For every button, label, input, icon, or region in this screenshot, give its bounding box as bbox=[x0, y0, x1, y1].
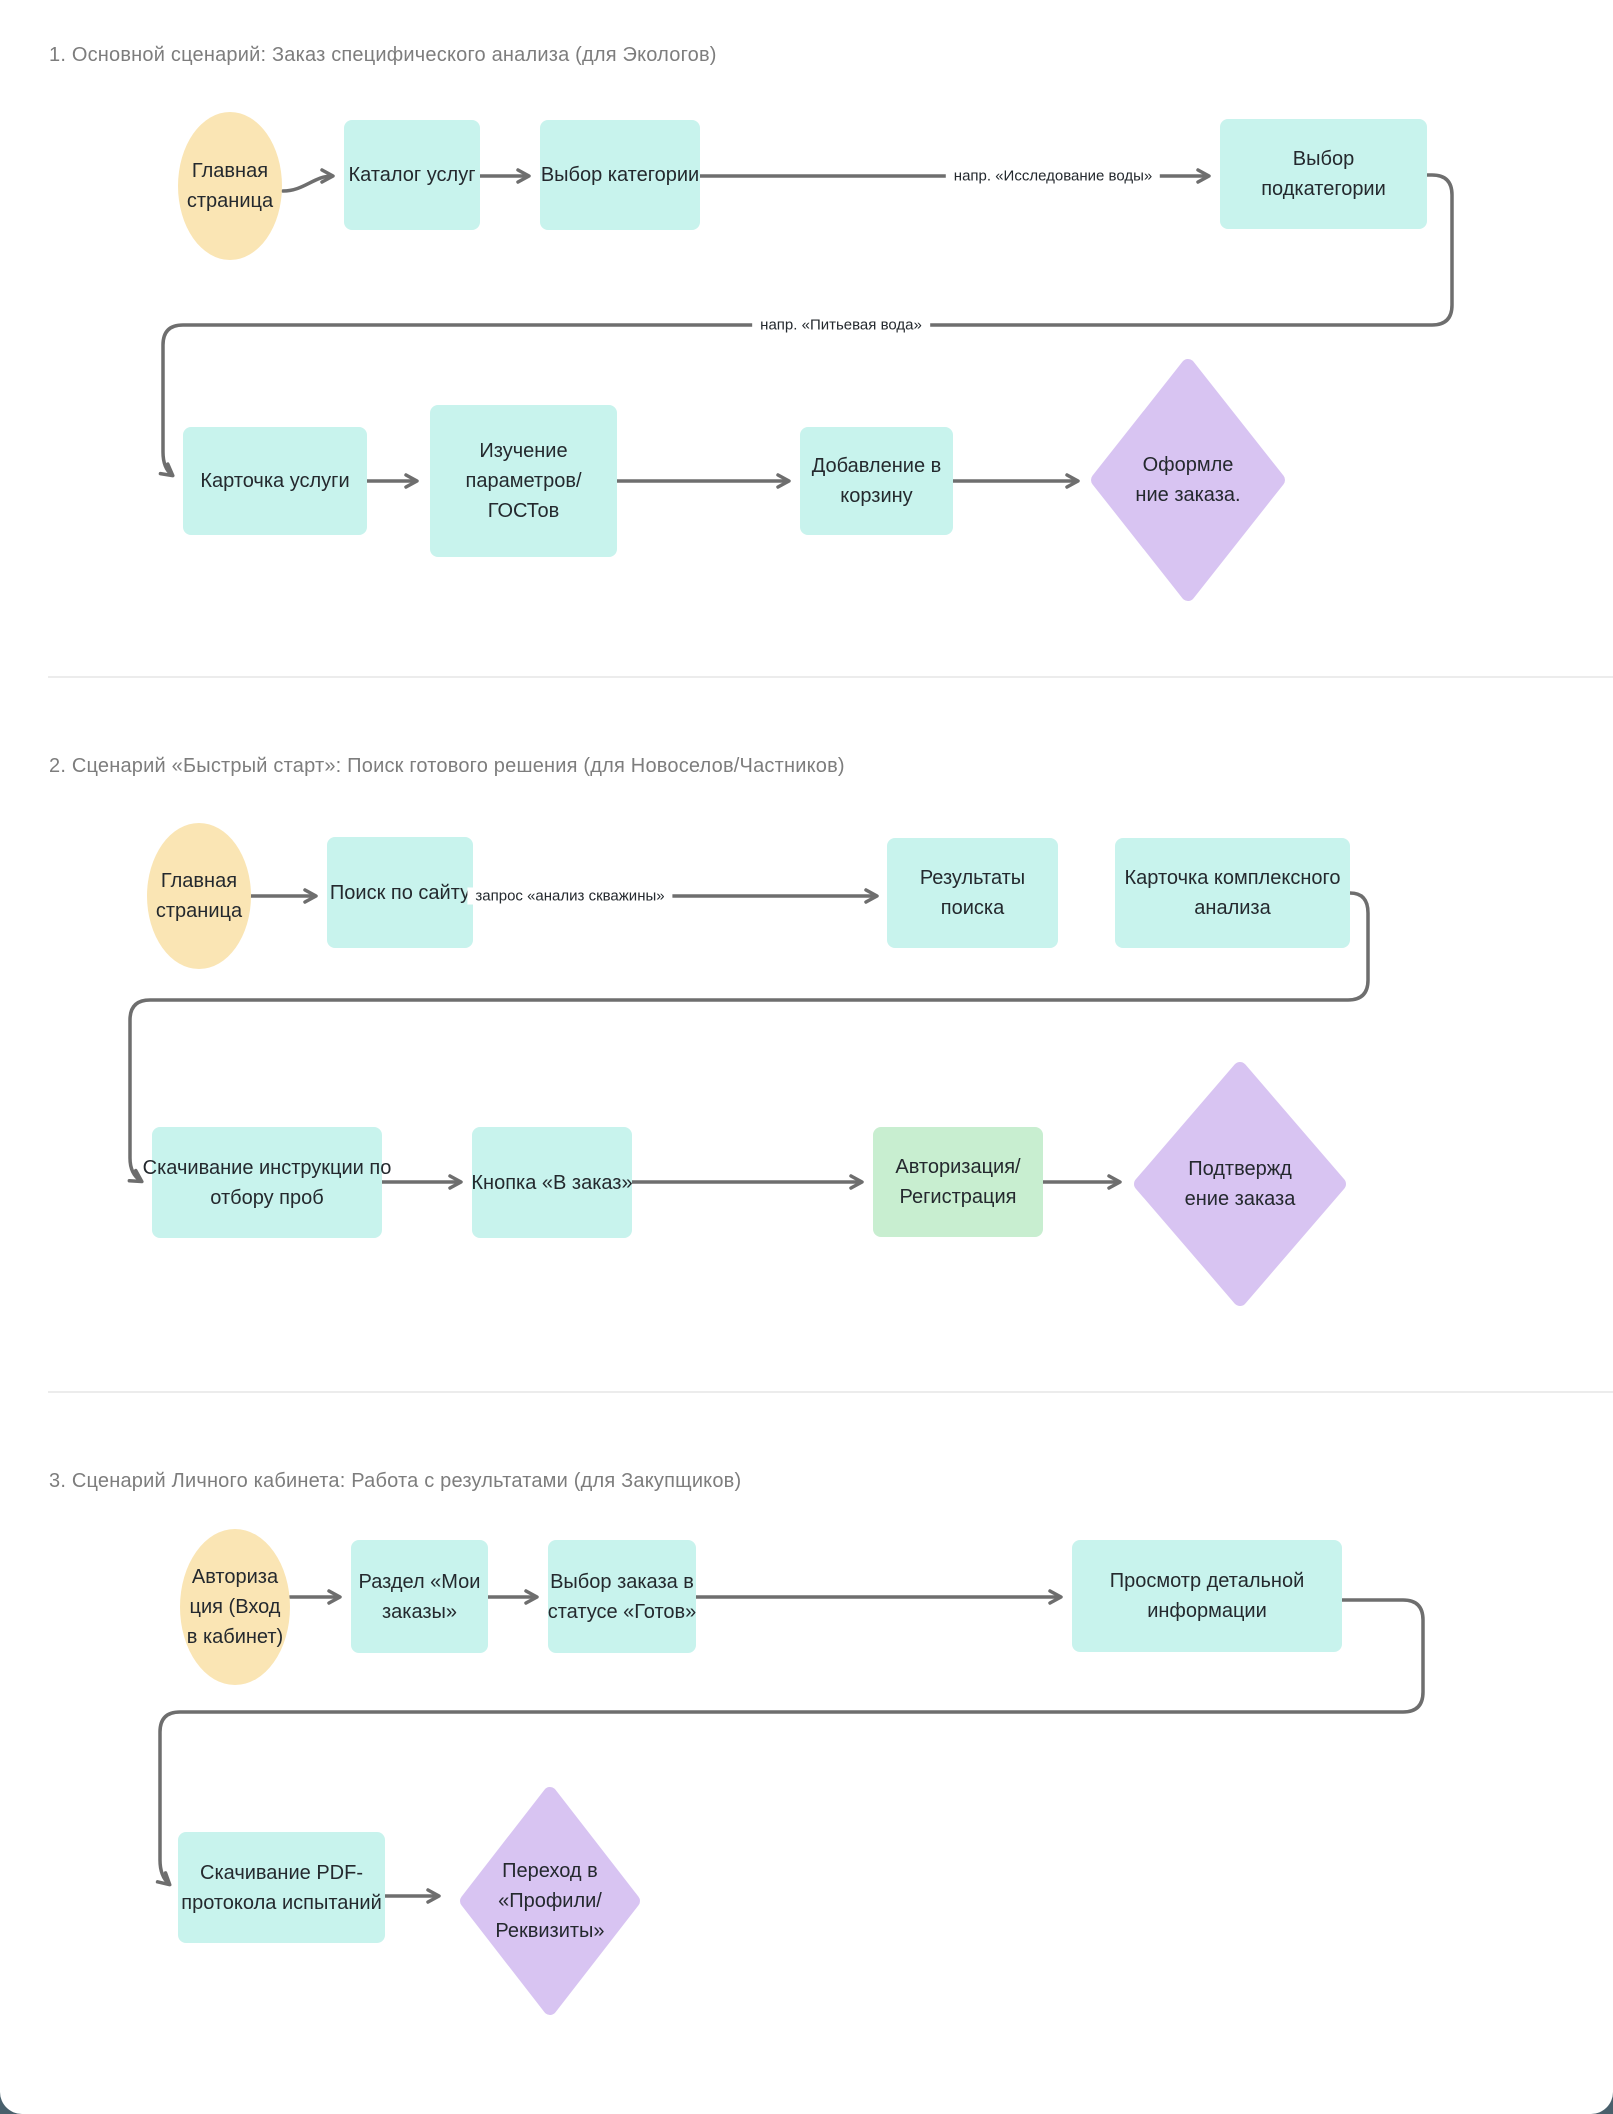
diamond-shape bbox=[460, 1787, 640, 2015]
node-subcategory-select: Выбор подкатегории bbox=[1220, 119, 1427, 229]
node-service-catalog: Каталог услуг bbox=[344, 120, 480, 230]
node-download-pdf: Скачивание PDF- протокола испытаний bbox=[178, 1832, 385, 1943]
node-auth-registration: Авторизация/ Регистрация bbox=[873, 1127, 1043, 1237]
node-download-instructions: Скачивание инструкции по отбору проб bbox=[143, 1127, 391, 1238]
edge-complex-card-to-instructions bbox=[127, 891, 1370, 1184]
node-params-gost: Изучение параметров/ ГОСТов bbox=[430, 405, 617, 557]
node-order-button: Кнопка «В заказ» bbox=[471, 1127, 633, 1238]
node-home-page-2: Главная страница bbox=[147, 823, 251, 969]
node-login-account: Авториза ция (Вход в кабинет) bbox=[180, 1529, 290, 1685]
edge-subcategory-to-service-card bbox=[158, 173, 1454, 478]
node-my-orders: Раздел «Мои заказы» bbox=[351, 1540, 488, 1653]
node-add-to-cart: Добавление в корзину bbox=[800, 427, 953, 535]
edge-label-search-query: запрос «анализ скважины» bbox=[467, 887, 673, 905]
node-checkout-decision: Оформле ние заказа. bbox=[1089, 357, 1287, 603]
node-home-page-1: Главная страница bbox=[178, 112, 282, 260]
node-site-search: Поиск по сайту bbox=[327, 837, 473, 948]
diamond-shape bbox=[1134, 1062, 1346, 1306]
section-3-title: 3. Сценарий Личного кабинета: Работа с р… bbox=[49, 1470, 742, 1492]
node-service-card: Карточка услуги bbox=[183, 427, 367, 535]
node-detail-view: Просмотр детальной информации bbox=[1072, 1540, 1342, 1652]
section-divider-1 bbox=[48, 676, 1613, 678]
section-2-title: 2. Сценарий «Быстрый старт»: Поиск готов… bbox=[49, 755, 845, 777]
edge-label-subcategory-example: напр. «Питьевая вода» bbox=[752, 316, 930, 334]
edge-start-to-catalog bbox=[281, 168, 335, 193]
node-ready-order-select: Выбор заказа в статусе «Готов» bbox=[548, 1540, 696, 1653]
section-1-title: 1. Основной сценарий: Заказ специфическо… bbox=[49, 44, 717, 66]
node-category-select: Выбор категории bbox=[540, 120, 700, 230]
node-confirm-order-decision: Подтвержд ение заказа bbox=[1132, 1060, 1348, 1308]
section-divider-2 bbox=[48, 1391, 1613, 1393]
node-profiles-decision: Переход в «Профили/ Реквизиты» bbox=[458, 1785, 642, 2017]
node-complex-analysis-card: Карточка комплексного анализа bbox=[1115, 838, 1350, 948]
edge-details-to-pdf bbox=[155, 1598, 1425, 1887]
diamond-shape bbox=[1091, 359, 1285, 601]
edge-label-category-example: напр. «Исследование воды» bbox=[945, 167, 1161, 185]
node-search-results: Результаты поиска bbox=[887, 838, 1058, 948]
